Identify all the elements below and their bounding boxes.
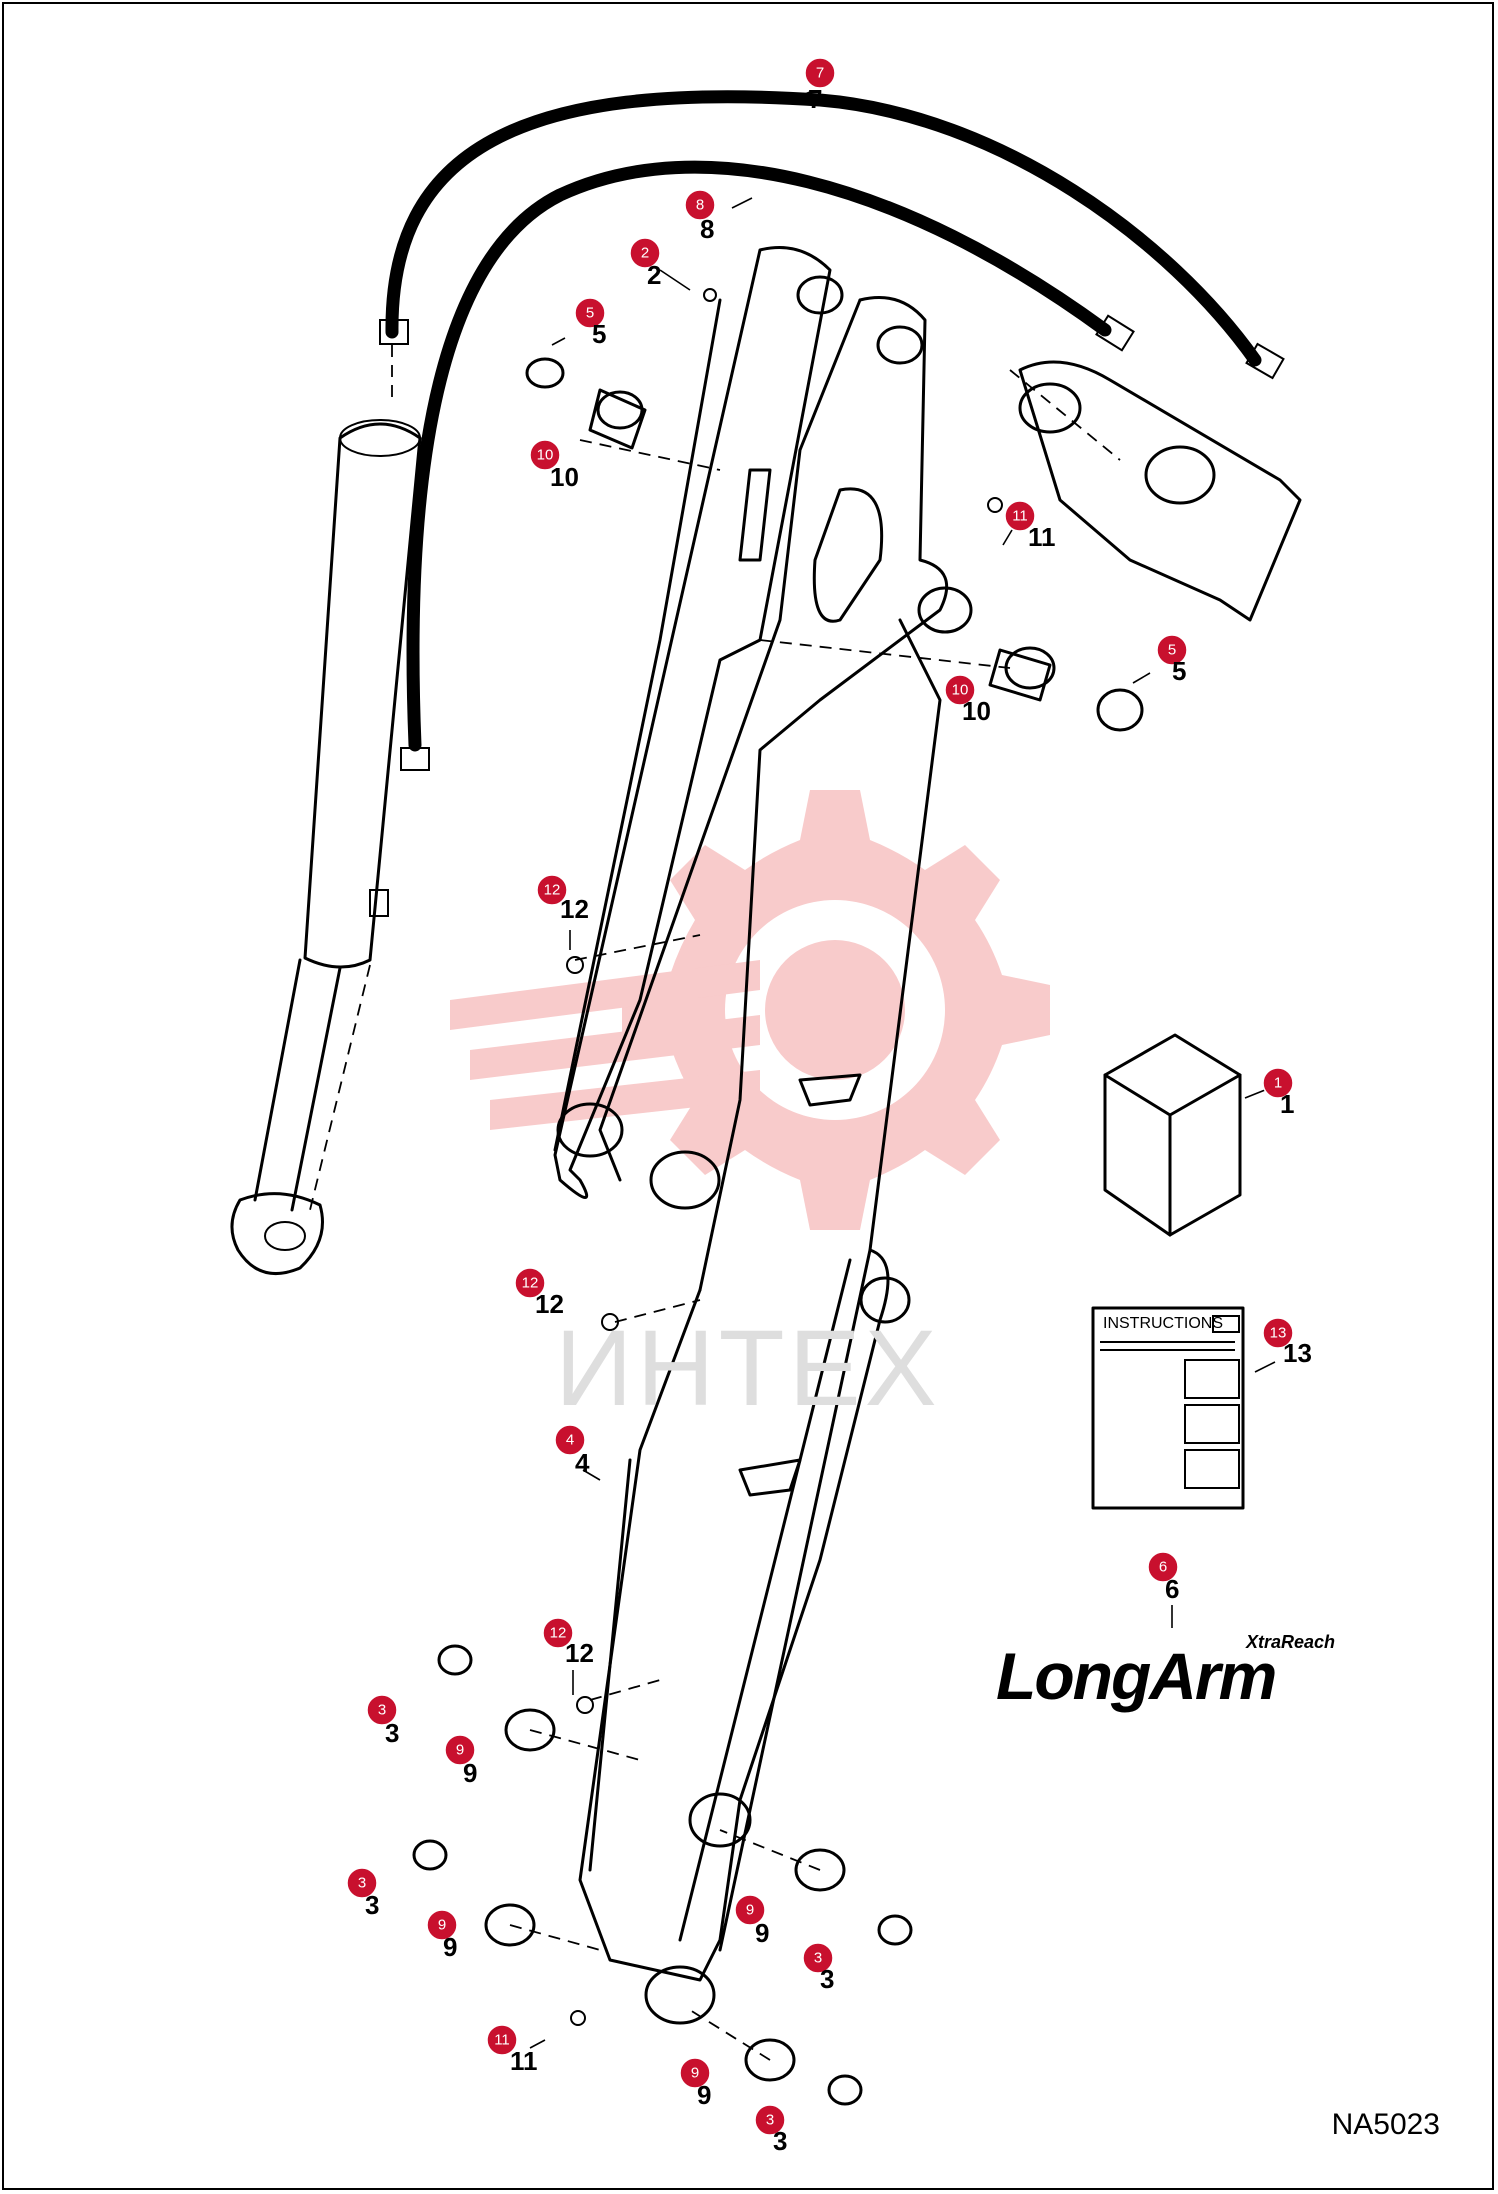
part-number-4: 4: [575, 1448, 590, 1478]
watermark-text: ИНТЕХ: [555, 1307, 941, 1428]
svg-text:9: 9: [691, 2065, 699, 2082]
part-number-1: 1: [1280, 1089, 1294, 1119]
svg-text:1: 1: [1274, 1075, 1282, 1092]
callout-12-upper: 12: [536, 874, 568, 906]
svg-text:12: 12: [550, 1625, 567, 1642]
leader-lines: [529, 91, 1276, 2049]
svg-text:7: 7: [816, 65, 824, 82]
svg-text:13: 13: [1270, 1325, 1287, 1342]
callout-10-top: 10: [529, 439, 561, 471]
svg-text:3: 3: [814, 1950, 822, 1967]
callout-3-a: 3: [366, 1694, 398, 1726]
watermark-logo: [450, 790, 1050, 1230]
decal-box: [1103, 1033, 1242, 1237]
svg-text:2: 2: [641, 245, 649, 262]
svg-text:9: 9: [456, 1742, 464, 1759]
svg-text:4: 4: [566, 1432, 574, 1449]
callout-11-top: 11: [1004, 500, 1036, 532]
svg-text:9: 9: [438, 1917, 446, 1934]
callout-9-a: 9: [444, 1734, 476, 1766]
part-number-5-right: 5: [1172, 656, 1186, 686]
svg-text:3: 3: [766, 2112, 774, 2129]
part-number-6: 6: [1165, 1574, 1179, 1604]
extended-arm: [553, 246, 973, 2025]
svg-text:10: 10: [537, 447, 554, 464]
part-number-2: 2: [647, 260, 661, 290]
callout-9-c: 9: [734, 1894, 766, 1926]
part-number-12-upper: 12: [560, 894, 589, 924]
svg-text:3: 3: [358, 1875, 366, 1892]
callout-1: 1: [1262, 1067, 1294, 1099]
part-number-10-right: 10: [962, 696, 991, 726]
callout-3-d: 3: [754, 2104, 786, 2136]
part-number-10-top: 10: [550, 462, 579, 492]
callout-9-d: 9: [679, 2057, 711, 2089]
bucket-link: [1009, 360, 1302, 622]
svg-text:3: 3: [378, 1702, 386, 1719]
callouts: 7 7 8 8 2 2 5 5 10 10 11 11 5 5 10 10 12…: [346, 57, 1312, 2156]
callout-7: 7: [804, 57, 836, 89]
callout-10-right: 10: [944, 674, 976, 706]
part-number-9-c: 9: [755, 1918, 769, 1948]
callout-3-c: 3: [802, 1942, 834, 1974]
hose-7: [385, 90, 1285, 400]
svg-text:8: 8: [696, 197, 704, 214]
callout-5-top: 5: [574, 297, 606, 329]
instructions-label: INSTRUCTIONS: [1103, 1315, 1223, 1332]
callout-12-middle: 12: [514, 1267, 546, 1299]
part-number-5-top: 5: [592, 319, 606, 349]
part-number-9-a: 9: [463, 1758, 477, 1788]
hose-8: [379, 160, 1135, 771]
part-number-3-a: 3: [385, 1718, 399, 1748]
svg-text:12: 12: [544, 882, 561, 899]
hydraulic-cylinder: [230, 419, 422, 1276]
callout-2: 2: [629, 237, 661, 269]
svg-text:10: 10: [952, 682, 969, 699]
callout-13: 13: [1262, 1317, 1294, 1349]
part-number-11-bottom: 11: [510, 2046, 538, 2076]
part-number-3-c: 3: [820, 1964, 834, 1994]
callout-5-right: 5: [1156, 634, 1188, 666]
part-number-3-b: 3: [365, 1890, 379, 1920]
logo-title: LongArm: [996, 1639, 1277, 1713]
logo-subtitle: XtraReach: [1246, 1632, 1336, 1652]
svg-text:5: 5: [1168, 642, 1176, 659]
part-number-3-d: 3: [773, 2126, 787, 2156]
svg-text:11: 11: [494, 2032, 510, 2049]
callout-6: 6: [1147, 1551, 1179, 1583]
callout-3-b: 3: [346, 1867, 378, 1899]
svg-text:5: 5: [586, 305, 594, 322]
callout-12-lower: 12: [542, 1617, 574, 1649]
instructions-manual: [1091, 1306, 1245, 1510]
svg-text:11: 11: [1012, 508, 1028, 525]
part-number-9-b: 9: [443, 1932, 457, 1962]
drawing-code: NA5023: [1331, 2108, 1440, 2141]
part-number-8: 8: [700, 214, 714, 244]
svg-text:9: 9: [746, 1902, 754, 1919]
part-number-13: 13: [1283, 1338, 1312, 1368]
svg-text:12: 12: [522, 1275, 539, 1292]
callout-9-b: 9: [426, 1909, 458, 1941]
svg-text:6: 6: [1159, 1559, 1167, 1576]
part-number-7: 7: [808, 84, 822, 114]
part-number-9-d: 9: [697, 2080, 711, 2110]
longarm-logo: XtraReach LongArm: [990, 1632, 1340, 1722]
callout-4: 4: [554, 1424, 586, 1456]
part-number-12-lower: 12: [565, 1638, 594, 1668]
callout-8: 8: [684, 189, 716, 221]
part-number-11-top: 11: [1028, 522, 1056, 552]
part-number-12-middle: 12: [535, 1289, 564, 1319]
bushings-and-rings: [412, 288, 1144, 2106]
callout-11-bottom: 11: [486, 2024, 518, 2056]
